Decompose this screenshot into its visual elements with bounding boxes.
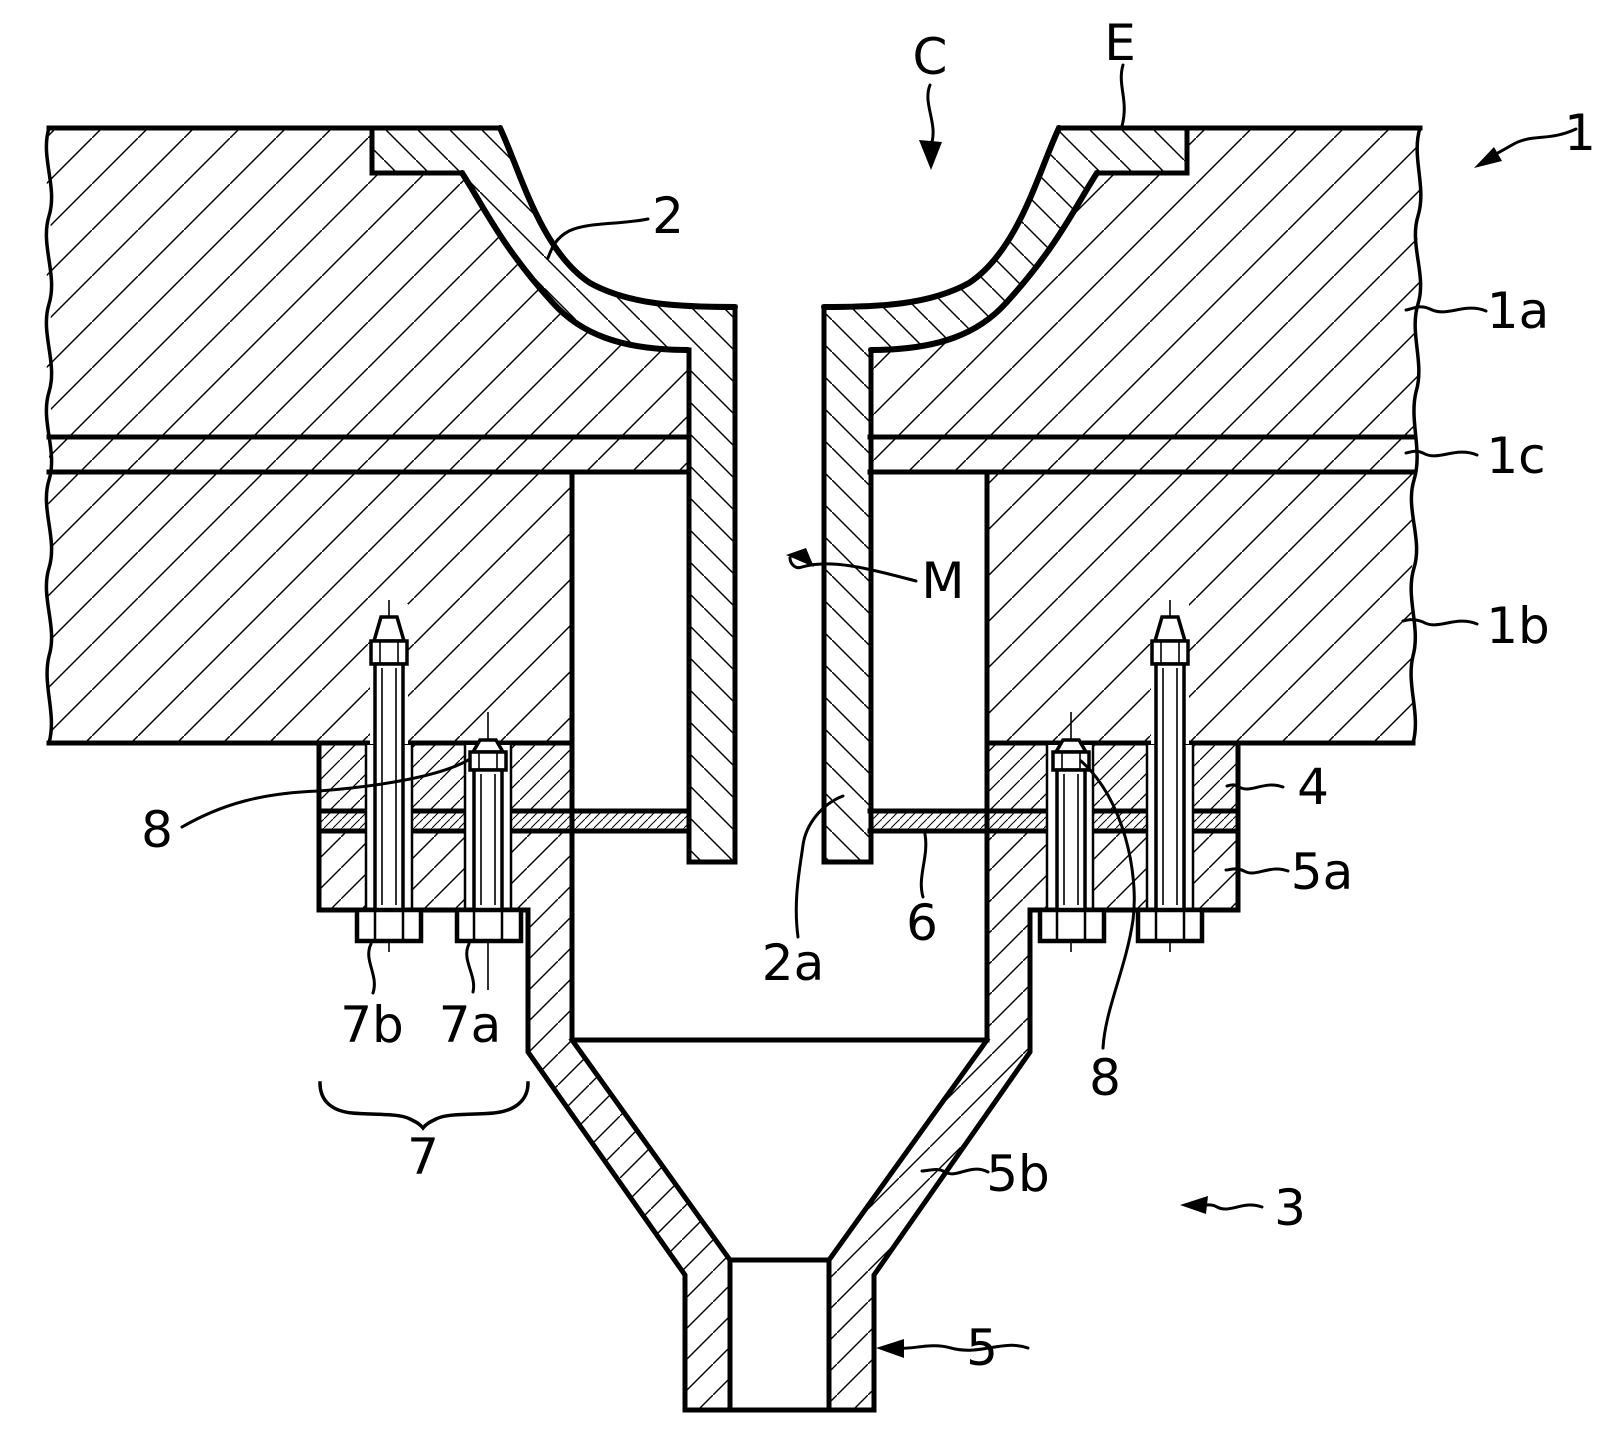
- funnel-5-walls: [528, 910, 1030, 1410]
- stud-bolt-right-inner: [1037, 712, 1107, 952]
- leader-8-left: [180, 757, 472, 829]
- lower-flange-5a: [319, 831, 1238, 910]
- leader-m: [788, 556, 918, 583]
- label-e: E: [1104, 14, 1136, 72]
- label-m: M: [921, 552, 964, 610]
- leader-2a: [794, 794, 845, 939]
- label-7a: 7a: [439, 996, 501, 1054]
- label-3: 3: [1274, 1179, 1306, 1237]
- mold-block-1b: [46, 472, 1416, 743]
- label-2: 2: [652, 187, 684, 245]
- label-5a: 5a: [1291, 843, 1353, 901]
- label-1c: 1c: [1486, 427, 1545, 485]
- leader-1c: [1404, 449, 1479, 458]
- mold-layer-1c: [49, 437, 1414, 472]
- label-4: 4: [1297, 758, 1329, 816]
- stud-bolt-7a: [454, 712, 524, 990]
- leader-1a: [1404, 305, 1488, 314]
- arrowhead-5: [876, 1339, 904, 1358]
- arrowhead-3: [1180, 1196, 1208, 1214]
- arrowhead-m: [786, 548, 814, 567]
- leader-7a: [465, 942, 476, 994]
- leader-8-right: [1079, 759, 1136, 1050]
- mold-block-1a: [46, 128, 1423, 437]
- leader-1b: [1401, 618, 1479, 627]
- leader-5b: [920, 1167, 990, 1176]
- stud-bolt-7b: [354, 600, 424, 952]
- leader-6: [919, 832, 928, 899]
- annotations: [180, 63, 1578, 1358]
- bolt-head-right-outer: [1135, 907, 1205, 944]
- label-7: 7: [407, 1128, 439, 1186]
- leader-e: [1119, 63, 1126, 128]
- distributor-plate-6: [319, 811, 1238, 831]
- label-c: C: [913, 28, 948, 86]
- arrow-c: [926, 83, 935, 150]
- arrow-3: [1197, 1203, 1264, 1211]
- label-6: 6: [906, 894, 938, 952]
- pouring-cup-2: [372, 128, 1187, 862]
- label-1: 1: [1564, 104, 1596, 162]
- label-1a: 1a: [1487, 282, 1549, 340]
- bolt-head-7b: [354, 907, 424, 944]
- upper-flange-4: [319, 743, 1238, 811]
- leader-5a: [1224, 867, 1290, 875]
- arrowhead-c: [919, 140, 942, 170]
- label-1b: 1b: [1486, 597, 1550, 655]
- label-8-right: 8: [1089, 1049, 1121, 1107]
- bolt-head-right-inner: [1037, 907, 1107, 944]
- leader-4: [1225, 783, 1285, 791]
- label-2a: 2a: [762, 934, 824, 992]
- label-5b: 5b: [986, 1145, 1050, 1203]
- label-8-left: 8: [141, 801, 173, 859]
- label-5: 5: [966, 1319, 998, 1377]
- bolt-head-7a: [454, 907, 524, 944]
- labels: C E 1 2 1a 1c 1b M 8 4 5a 6 2a 7b 7a 7 8…: [141, 14, 1596, 1377]
- arrow-5: [897, 1343, 1030, 1352]
- label-7b: 7b: [340, 996, 404, 1054]
- stud-bolt-right-outer: [1135, 600, 1205, 952]
- arrowhead-1: [1474, 147, 1502, 168]
- funnel-outline: [525, 907, 1033, 1413]
- leader-7b: [367, 942, 376, 995]
- brace-7: [318, 1081, 530, 1131]
- leader-2: [546, 217, 650, 260]
